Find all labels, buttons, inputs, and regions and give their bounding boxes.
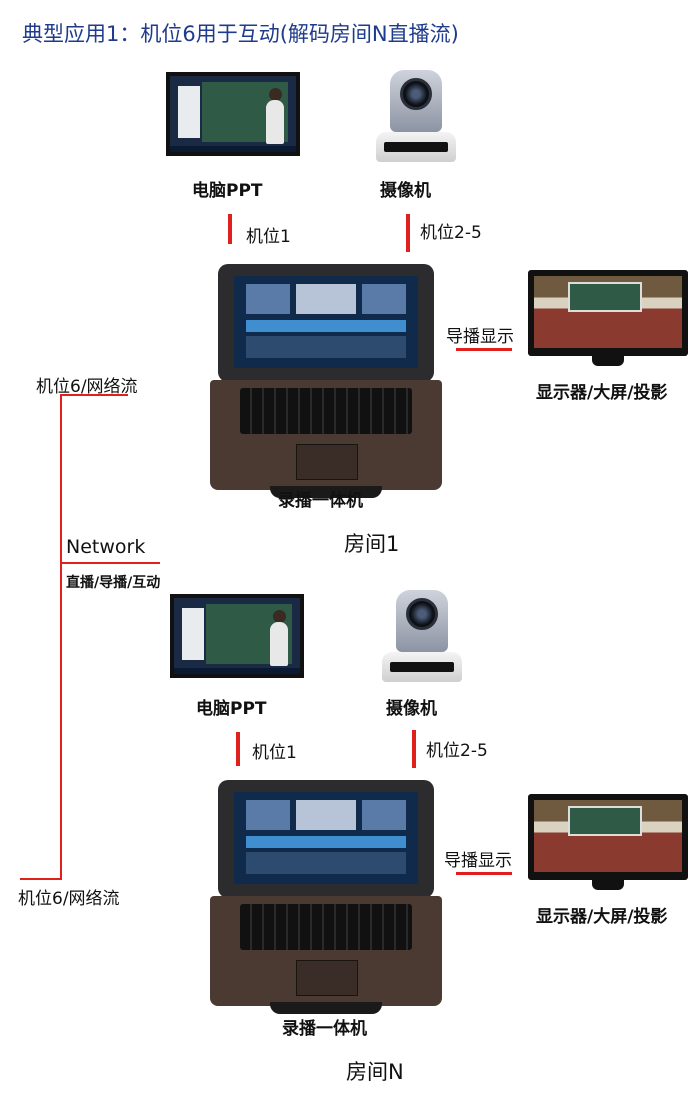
network-branch-top — [60, 394, 128, 396]
pos2-label-room2: 机位2-5 — [426, 741, 488, 761]
display-label-room2: 显示器/大屏/投影 — [536, 907, 668, 927]
device-label-room2: 录播一体机 — [282, 1019, 367, 1039]
presenter-head — [273, 610, 286, 623]
touchpad — [296, 960, 358, 996]
connector-pos2-room2 — [412, 730, 416, 768]
pc-label-room2: 电脑PPT — [196, 699, 267, 719]
pos1-label-room1: 机位1 — [246, 227, 291, 247]
display-icon-room2 — [528, 794, 688, 894]
network-sub-label: 直播/导播/互动 — [66, 575, 161, 591]
ptz-camera-icon-room1 — [374, 66, 458, 166]
document-image — [182, 608, 204, 660]
network-branch-bottom — [20, 878, 62, 880]
guide-underline-room2 — [456, 872, 512, 875]
guide-underline-room1 — [456, 348, 512, 351]
camera-label-room1: 摄像机 — [380, 181, 431, 201]
ptz-camera-icon-room2 — [380, 586, 464, 686]
connector-pos2-room1 — [406, 214, 410, 252]
stream-label-top: 机位6/网络流 — [36, 377, 138, 397]
network-label: Network — [66, 536, 146, 558]
recorder-laptop-room1 — [210, 264, 442, 500]
network-branch-mid — [60, 562, 160, 564]
document-image — [178, 86, 200, 138]
camera-label-room2: 摄像机 — [386, 699, 437, 719]
keyboard — [240, 904, 412, 950]
recorder-laptop-room2 — [210, 780, 442, 1016]
pc-label-room1: 电脑PPT — [192, 181, 263, 201]
touchpad — [296, 444, 358, 480]
ppt-monitor-room2 — [170, 594, 304, 678]
network-line — [60, 394, 62, 878]
keyboard — [240, 388, 412, 434]
connector-pos1-room1 — [228, 214, 232, 244]
display-icon-room1 — [528, 270, 688, 370]
ppt-monitor-room1 — [166, 72, 300, 156]
display-label-room1: 显示器/大屏/投影 — [536, 383, 668, 403]
guide-label-room2: 导播显示 — [444, 851, 512, 871]
room-name-2: 房间N — [346, 1060, 404, 1084]
presenter-head — [269, 88, 282, 101]
pos1-label-room2: 机位1 — [252, 743, 297, 763]
room-name-1: 房间1 — [344, 532, 400, 556]
taskbar — [174, 668, 300, 674]
taskbar — [170, 146, 296, 152]
connector-pos1-room2 — [236, 732, 240, 766]
device-label-room1: 录播一体机 — [278, 491, 363, 511]
guide-label-room1: 导播显示 — [446, 327, 514, 347]
pos2-label-room1: 机位2-5 — [420, 223, 482, 243]
stream-label-bottom: 机位6/网络流 — [18, 889, 120, 909]
presenter-image — [270, 622, 288, 666]
page-title: 典型应用1：机位6用于互动(解码房间N直播流) — [22, 22, 459, 46]
presenter-image — [266, 100, 284, 144]
